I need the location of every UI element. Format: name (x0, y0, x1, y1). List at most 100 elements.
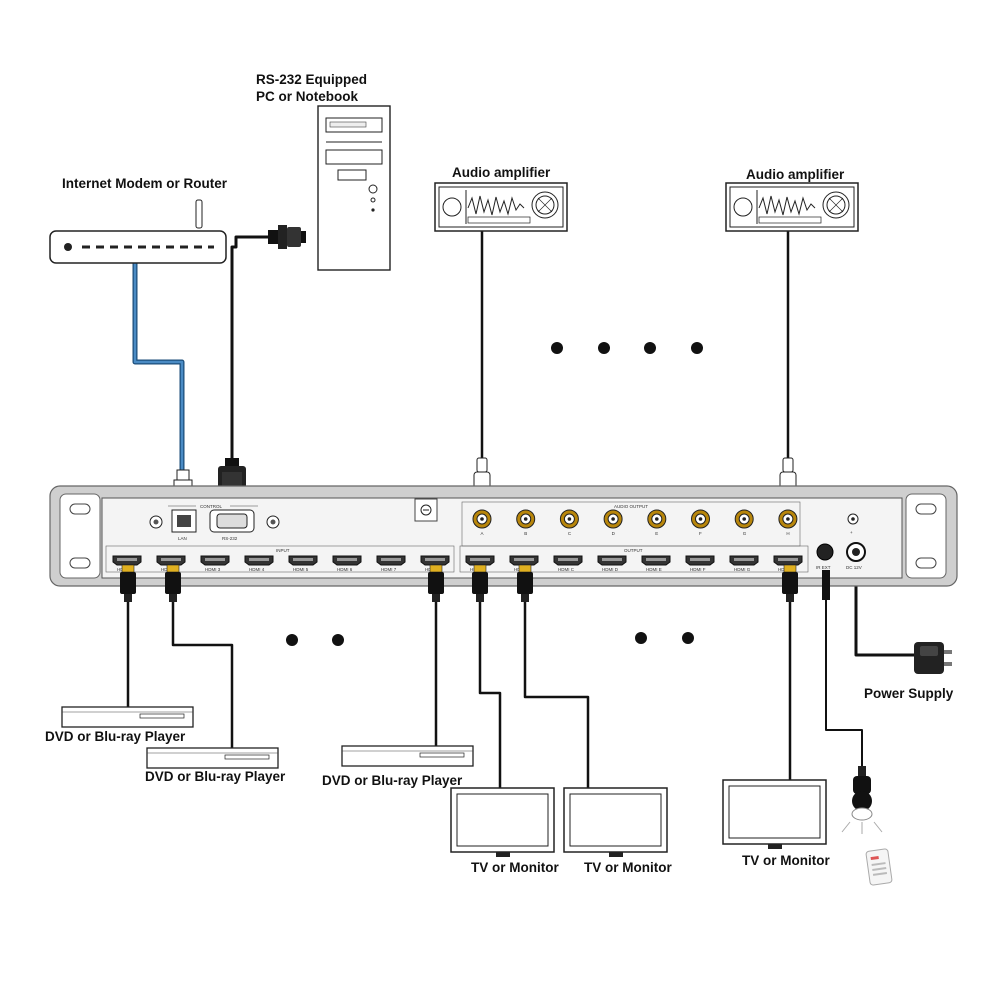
power-cable (854, 570, 922, 657)
pc-label: RS-232 Equipped PC or Notebook (256, 72, 367, 104)
hdmi-output-port-label: HDMI G (734, 567, 751, 572)
dvd-player-1-label: DVD or Blu-ray Player (45, 729, 186, 744)
ground-screw (414, 498, 438, 522)
router-label: Internet Modem or Router (62, 176, 228, 191)
hdmi-output-cable-b (523, 600, 590, 790)
audio-amplifier-right (725, 182, 859, 232)
cables (126, 230, 922, 790)
tv-monitor-3 (722, 779, 827, 849)
audio-output-jack-a[interactable] (472, 509, 492, 529)
hdmi-plug-input-2 (165, 564, 181, 602)
dvd-player-3 (341, 745, 474, 767)
hdmi-output-port-label: HDMI F (690, 567, 706, 572)
pc-label-line-2: PC or Notebook (256, 89, 358, 104)
audio-output-jack-label: D (612, 531, 616, 536)
hdmi-input-port-8[interactable] (420, 555, 450, 566)
ir-receiver (841, 766, 883, 834)
db9-connector-pc-end (268, 225, 306, 249)
hdmi-input-port-2[interactable] (156, 555, 186, 566)
hdmi-input-port-label: HDMI 6 (337, 567, 353, 572)
output-label: OUTPUT (624, 548, 643, 553)
audio-output-jack-d[interactable] (603, 509, 623, 529)
tv-monitor-2-label: TV or Monitor (584, 860, 672, 875)
audio-output-jack-g[interactable] (734, 509, 754, 529)
hdmi-output-port-label: HDMI E (646, 567, 662, 572)
rs232-cable (230, 235, 268, 462)
power-supply-label: Power Supply (864, 686, 954, 701)
hdmi-plug-input-8 (428, 564, 444, 602)
hdmi-output-port-6[interactable] (685, 555, 715, 566)
audio-output-jack-label: C (568, 531, 572, 536)
tv-monitor-3-label: TV or Monitor (742, 853, 830, 868)
hdmi-plug-output-b (517, 564, 533, 602)
dvd-player-2 (146, 747, 279, 769)
hdmi-input-port-6[interactable] (332, 555, 362, 566)
rs232-port[interactable] (209, 509, 255, 533)
hdmi-input-port-3[interactable] (200, 555, 230, 566)
dc-power-jack[interactable] (846, 542, 866, 562)
hdmi-output-port-3[interactable] (553, 555, 583, 566)
hdmi-output-port-label: HDMI C (558, 567, 575, 572)
lan-cable (132, 258, 185, 478)
hdmi-output-port-1[interactable] (465, 555, 495, 566)
audio-output-jack-label: E (655, 531, 658, 536)
dc-label: DC 12V (846, 565, 862, 570)
audio-amplifier-left (434, 182, 568, 232)
hdmi-output-cable-a (478, 600, 502, 790)
rs232-port-label: RS-232 (222, 536, 238, 541)
pc-tower (317, 105, 391, 271)
hdmi-input-port-7[interactable] (376, 555, 406, 566)
audio-output-jack-label: F (699, 531, 702, 536)
more-outputs-dots (635, 632, 694, 644)
audio-output-jack-label: A (481, 531, 484, 536)
hdmi-input-port-1[interactable] (112, 555, 142, 566)
hdmi-plug-input-1 (120, 564, 136, 602)
hdmi-input-port-label: HDMI 4 (249, 567, 265, 572)
more-amplifiers-dots (551, 342, 703, 354)
hdmi-output-port-4[interactable] (597, 555, 627, 566)
lan-port-label: LAN (178, 536, 187, 541)
hdmi-input-port-label: HDMI 7 (381, 567, 397, 572)
audio-output-jack-f[interactable] (691, 509, 710, 529)
tv-monitor-2 (563, 787, 668, 857)
tv-monitor-1 (450, 787, 555, 857)
hdmi-output-port-label: HDMI D (602, 567, 619, 572)
hdmi-plugs (120, 564, 798, 602)
audio-amplifier-right-label: Audio amplifier (746, 167, 845, 182)
hdmi-input-port-label: HDMI 3 (205, 567, 221, 572)
control-section: CONTROL LAN RS-232 (149, 504, 280, 541)
power-led: + (847, 513, 859, 535)
audio-output-jack-h[interactable] (778, 509, 798, 529)
pc-label-line-1: RS-232 Equipped (256, 72, 367, 87)
more-inputs-dots (286, 634, 344, 646)
audio-output-ports: A B C D E F G H (472, 509, 798, 536)
ir-plug (822, 570, 830, 600)
audio-output-jack-label: H (786, 531, 789, 536)
audio-output-jack-b[interactable] (516, 509, 536, 529)
input-label: INPUT (276, 548, 290, 553)
hdmi-output-port-8[interactable] (773, 555, 803, 566)
hdmi-input-cable-2 (171, 600, 234, 752)
hdmi-plug-output-a (472, 564, 488, 602)
router (49, 199, 227, 264)
audio-output-jack-e[interactable] (647, 509, 667, 529)
lan-port[interactable] (171, 509, 197, 533)
ir-ext-label: IR EXT (816, 565, 831, 570)
hdmi-output-port-2[interactable] (509, 555, 539, 566)
audio-output-jack-label: B (524, 531, 527, 536)
ir-cable (825, 572, 863, 770)
hdmi-input-port-5[interactable] (288, 555, 318, 566)
hdmi-input-port-4[interactable] (244, 555, 274, 566)
audio-output-jack-label: G (743, 531, 747, 536)
ir-ext-jack[interactable] (816, 543, 834, 561)
svg-text:+: + (850, 530, 853, 535)
hdmi-output-port-5[interactable] (641, 555, 671, 566)
audio-output-jack-c[interactable] (559, 509, 579, 529)
hdmi-input-port-label: HDMI 5 (293, 567, 309, 572)
dvd-player-2-label: DVD or Blu-ray Player (145, 769, 286, 784)
hdmi-output-port-7[interactable] (729, 555, 759, 566)
power-adapter (914, 642, 952, 674)
